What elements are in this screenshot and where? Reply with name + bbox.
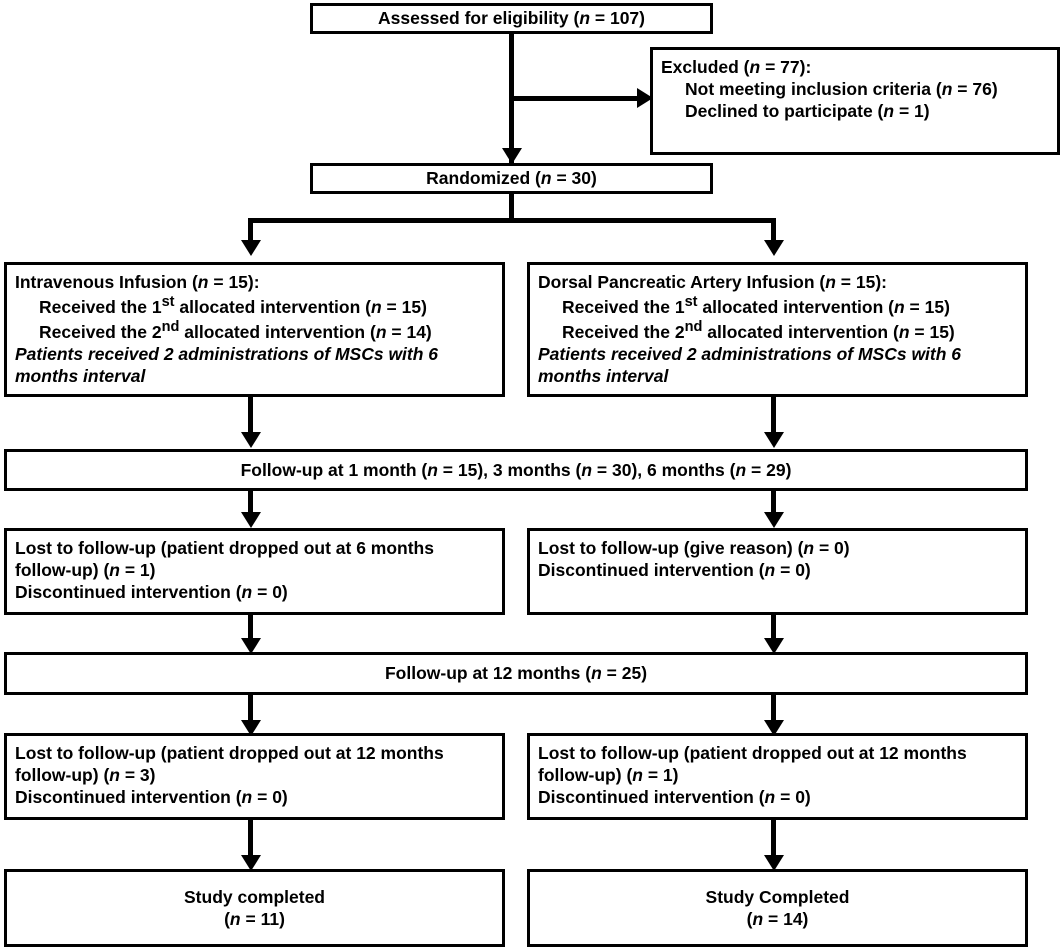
lost-6m-left-line-2: Discontinued intervention (n = 0) [15, 582, 288, 603]
arrow-down-followup-from-left [241, 432, 261, 448]
assessed-label: Assessed for eligibility (n = 107) [378, 8, 645, 29]
completed-left-line-1: Study completed [184, 886, 325, 907]
lost-12m-right-line-2: Discontinued intervention (n = 0) [538, 787, 811, 808]
arrow-down-arm-left [241, 240, 261, 256]
connector-lost6m-to-followup12-right [771, 614, 776, 642]
lost-12m-left-line-2: Discontinued intervention (n = 0) [15, 787, 288, 808]
lost-12m-left-line-1: Lost to follow-up (patient dropped out a… [15, 743, 444, 786]
excluded-reason-2: Declined to participate (n = 1) [685, 101, 930, 122]
arm-left-line-2: Received the 2nd allocated intervention … [39, 318, 432, 342]
connector-assessed-to-excluded [509, 96, 637, 101]
connector-arm-right-to-followup [771, 396, 776, 436]
arrow-down-followup-from-right [764, 432, 784, 448]
arrow-right-excluded [637, 88, 653, 108]
followup-12m-label: Follow-up at 12 months (n = 25) [384, 663, 648, 684]
connector-lost12m-to-completed-left [248, 819, 253, 859]
randomized-label: Randomized (n = 30) [426, 168, 597, 189]
arrow-down-randomized [502, 148, 522, 164]
connector-lost12m-to-completed-right [771, 819, 776, 859]
box-study-completed-right: Study Completed (n = 14) [527, 869, 1028, 947]
box-excluded: Excluded (n = 77): Not meeting inclusion… [650, 47, 1060, 155]
arrow-down-followup12-right [764, 638, 784, 654]
arrow-down-followup12-left [241, 638, 261, 654]
arrow-down-lost12m-right [764, 720, 784, 736]
box-followup-early: Follow-up at 1 month (n = 15), 3 months … [4, 449, 1028, 491]
arrow-down-lost12m-left [241, 720, 261, 736]
arrow-down-arm-right [764, 240, 784, 256]
box-lost-12m-left: Lost to follow-up (patient dropped out a… [4, 733, 505, 820]
connector-lost6m-to-followup12-left [248, 614, 253, 642]
arrow-down-lost6m-left [241, 512, 261, 528]
arrow-down-completed-left [241, 855, 261, 871]
lost-6m-right-line-2: Discontinued intervention (n = 0) [538, 560, 811, 581]
followup-early-label: Follow-up at 1 month (n = 15), 3 months … [240, 459, 792, 480]
box-assessed-for-eligibility: Assessed for eligibility (n = 107) [310, 3, 713, 34]
excluded-reason-1: Not meeting inclusion criteria (n = 76) [685, 79, 998, 100]
excluded-heading: Excluded (n = 77): [661, 57, 812, 77]
box-randomized: Randomized (n = 30) [310, 163, 713, 194]
lost-12m-right-line-1: Lost to follow-up (patient dropped out a… [538, 743, 967, 786]
box-study-completed-left: Study completed (n = 11) [4, 869, 505, 947]
arm-left-heading: Intravenous Infusion (n = 15): [15, 272, 260, 292]
arm-right-line-2: Received the 2nd allocated intervention … [562, 318, 955, 342]
connector-arm-left-to-followup [248, 396, 253, 436]
completed-right-line-1: Study Completed [705, 886, 850, 907]
arm-left-note: Patients received 2 administrations of M… [15, 343, 439, 386]
lost-6m-right-line-1: Lost to follow-up (give reason) (n = 0) [538, 538, 850, 558]
connector-followup12-to-lost12m-left [248, 694, 253, 724]
box-arm-dorsal-pancreatic-artery-infusion: Dorsal Pancreatic Artery Infusion (n = 1… [527, 262, 1028, 397]
completed-left-line-2: (n = 11) [224, 909, 285, 929]
connector-randomized-split [248, 218, 776, 223]
box-followup-12-months: Follow-up at 12 months (n = 25) [4, 652, 1028, 695]
arm-right-line-1: Received the 1st allocated intervention … [562, 294, 950, 317]
connector-followup-to-lost6m-right [771, 490, 776, 515]
box-lost-6m-right: Lost to follow-up (give reason) (n = 0) … [527, 528, 1028, 615]
connector-followup12-to-lost12m-right [771, 694, 776, 724]
connector-followup-to-lost6m-left [248, 490, 253, 515]
box-lost-12m-right: Lost to follow-up (patient dropped out a… [527, 733, 1028, 820]
arm-right-heading: Dorsal Pancreatic Artery Infusion (n = 1… [538, 272, 887, 292]
connector-randomized-left-drop [248, 218, 253, 240]
completed-right-line-2: (n = 14) [746, 909, 809, 929]
arm-right-note: Patients received 2 administrations of M… [538, 343, 962, 386]
box-arm-intravenous-infusion: Intravenous Infusion (n = 15): Received … [4, 262, 505, 397]
connector-randomized-trunk [509, 194, 514, 220]
arrow-down-completed-right [764, 855, 784, 871]
arm-left-line-1: Received the 1st allocated intervention … [39, 294, 427, 317]
lost-6m-left-line-1: Lost to follow-up (patient dropped out a… [15, 538, 434, 581]
box-lost-6m-left: Lost to follow-up (patient dropped out a… [4, 528, 505, 615]
arrow-down-lost6m-right [764, 512, 784, 528]
connector-randomized-right-drop [771, 218, 776, 240]
